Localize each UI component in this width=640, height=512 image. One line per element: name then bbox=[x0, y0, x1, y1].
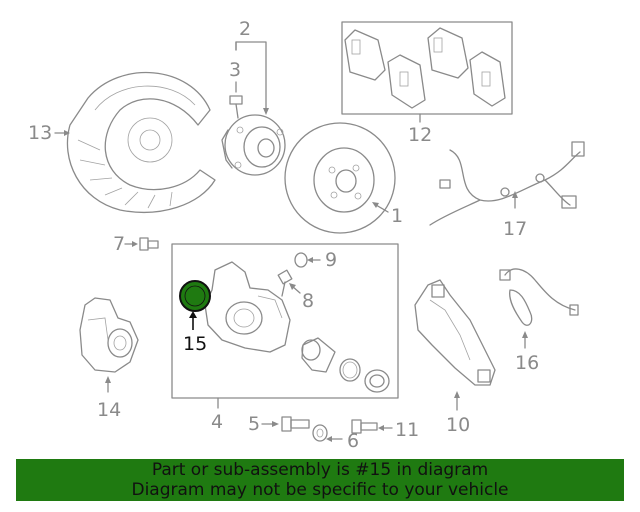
callout-11: 11 bbox=[395, 419, 419, 441]
callout-14: 14 bbox=[97, 399, 121, 421]
abs-wire-harness-part-17 bbox=[429, 141, 585, 226]
sensor-wire-part-16 bbox=[499, 268, 579, 326]
bolt-part-11 bbox=[351, 419, 378, 434]
caliper-assembly-box bbox=[171, 243, 399, 399]
callout-7: 7 bbox=[113, 233, 125, 255]
callout-4: 4 bbox=[211, 411, 223, 433]
hub-bearing-part-2 bbox=[221, 114, 286, 176]
bolt-part-5 bbox=[281, 416, 310, 432]
callout-6: 6 bbox=[347, 430, 359, 452]
callout-16: 16 bbox=[515, 352, 539, 374]
piston bbox=[301, 337, 336, 373]
parts-diagram: 13 2 3 12 bbox=[28, 18, 585, 452]
piston-seal-part-15 bbox=[179, 280, 211, 312]
bleeder-cap-part-9 bbox=[294, 252, 308, 268]
dust-shield-part-13 bbox=[66, 71, 216, 213]
bushing-part-6 bbox=[312, 424, 328, 442]
banner-line-2: Diagram may not be specific to your vehi… bbox=[131, 480, 509, 500]
callout-5: 5 bbox=[248, 413, 260, 435]
bleeder-screw-part-8 bbox=[277, 269, 293, 297]
callout-8: 8 bbox=[302, 290, 314, 312]
callout-3: 3 bbox=[229, 59, 241, 81]
hub-bolt-part-3 bbox=[229, 95, 243, 119]
caliper-bracket-part-10 bbox=[414, 279, 496, 386]
piston-boot bbox=[364, 369, 390, 393]
brake-pads-part-12 bbox=[344, 27, 506, 109]
callout-15: 15 bbox=[183, 333, 207, 355]
callout-2: 2 bbox=[239, 18, 251, 40]
info-banner: Part or sub-assembly is #15 in diagram D… bbox=[16, 459, 624, 501]
caliper-motor-part-14 bbox=[79, 297, 139, 373]
brake-pad-kit-box bbox=[341, 21, 513, 115]
banner-line-1: Part or sub-assembly is #15 in diagram bbox=[151, 460, 489, 480]
callout-13: 13 bbox=[28, 122, 52, 144]
piston-ring bbox=[339, 358, 361, 382]
bolt-part-7 bbox=[139, 237, 159, 251]
brake-rotor-part-1 bbox=[284, 122, 396, 234]
callout-10: 10 bbox=[446, 414, 470, 436]
callout-12: 12 bbox=[408, 124, 432, 146]
callout-1: 1 bbox=[391, 205, 403, 227]
callout-9: 9 bbox=[325, 249, 337, 271]
callout-17: 17 bbox=[503, 218, 527, 240]
caliper-body bbox=[204, 261, 291, 353]
